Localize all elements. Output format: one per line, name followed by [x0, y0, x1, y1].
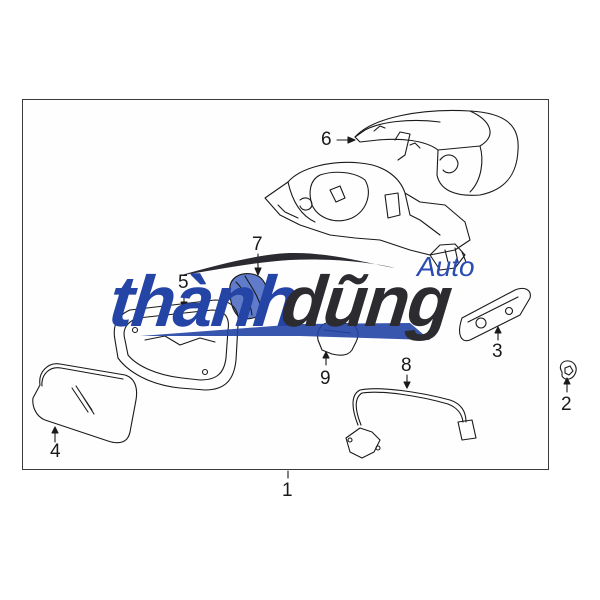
part-2-nut — [559, 360, 577, 393]
part-4-mirror-glass — [32, 363, 138, 444]
diagram-frame — [22, 99, 549, 470]
part-3-turn-signal — [459, 287, 531, 342]
callout-9: 9 — [320, 368, 331, 389]
callout-2: 2 — [561, 394, 572, 415]
callout-1: 1 — [282, 480, 293, 501]
callout-5: 5 — [178, 272, 189, 293]
callout-7: 7 — [252, 234, 263, 255]
part-6-mirror-cover — [354, 109, 519, 196]
callout-3: 3 — [492, 341, 503, 362]
callout-8: 8 — [401, 355, 412, 376]
part-9-bracket — [317, 321, 359, 366]
part-mirror-base — [264, 161, 471, 271]
part-7-cap — [229, 273, 268, 320]
leader-arrows — [180, 136, 356, 479]
callout-6: 6 — [321, 129, 332, 150]
part-8-wiring-harness — [345, 374, 477, 459]
part-5-bezel — [113, 299, 239, 391]
callout-4: 4 — [50, 441, 61, 462]
